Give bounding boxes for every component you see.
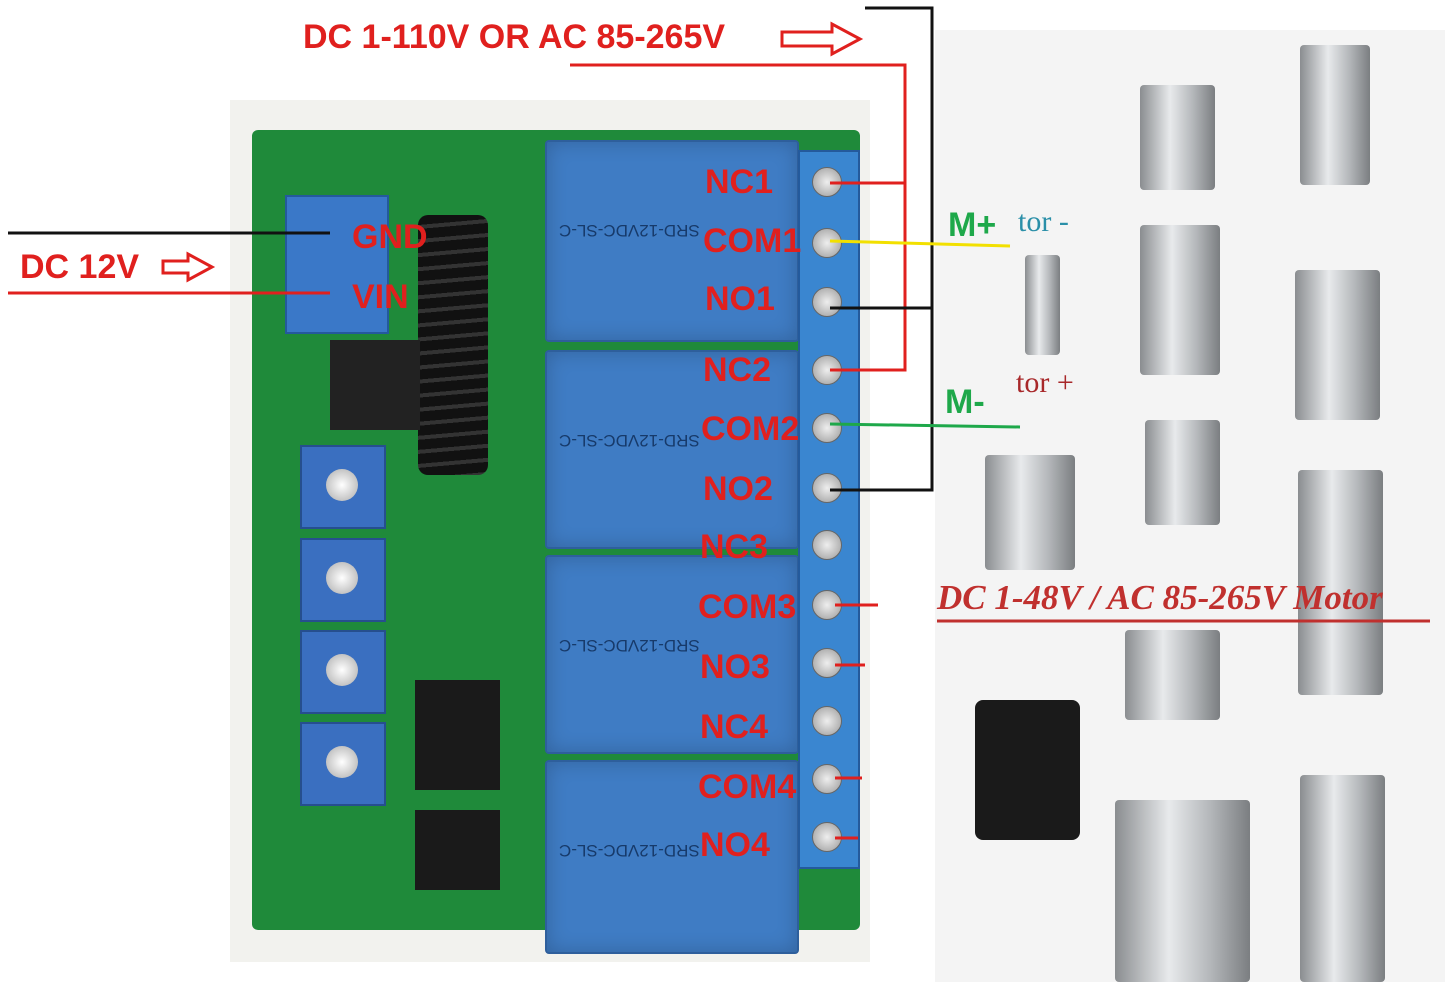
wire-supply-red [570, 63, 907, 372]
screw [812, 413, 842, 443]
motor-minus-partial-label: tor - [1018, 205, 1069, 238]
screw [812, 228, 842, 258]
potentiometer-ch3 [300, 630, 386, 714]
wire-supply-black [830, 6, 934, 492]
motor-black [975, 700, 1080, 840]
motor [1298, 470, 1383, 695]
wire-m-plus [829, 239, 1011, 248]
potentiometer-ch2 [300, 538, 386, 622]
screw [812, 648, 842, 678]
power-terminal-block [285, 195, 389, 334]
terminal-vin: VIN [352, 278, 409, 316]
potentiometer-ch1 [300, 445, 386, 529]
relay-3: SRD-12VDC-SL-C [545, 555, 799, 754]
arrow-icon [780, 21, 864, 57]
screw [812, 530, 842, 560]
motor-minus-label: M- [945, 383, 985, 421]
motor [1140, 225, 1220, 375]
motor-caption: DC 1-48V / AC 85-265V Motor [937, 578, 1383, 617]
ic-chip [415, 680, 500, 790]
screw [812, 706, 842, 736]
motor [1025, 255, 1060, 355]
power-voltage-label: DC 12V [20, 248, 140, 286]
terminal-nc1: NC1 [705, 163, 774, 201]
terminal-com2: COM2 [701, 410, 800, 448]
terminal-com1: COM1 [703, 222, 802, 260]
motor [1145, 420, 1220, 525]
terminal-com3: COM3 [698, 588, 797, 626]
motor [985, 455, 1075, 570]
terminal-nc2: NC2 [703, 351, 772, 389]
motor [1295, 270, 1380, 420]
antenna-coil [418, 215, 488, 475]
terminal-no1: NO1 [705, 280, 775, 318]
terminal-gnd: GND [352, 218, 428, 256]
screw [812, 287, 842, 317]
terminal-com4: COM4 [698, 768, 797, 806]
regulator [330, 340, 420, 430]
wire-m-minus [829, 422, 1021, 429]
screw [812, 473, 842, 503]
motor-plus-partial-label: tor + [1016, 366, 1074, 399]
motor-plus-label: M+ [948, 206, 997, 244]
motor [1115, 800, 1250, 982]
terminal-no3: NO3 [700, 648, 770, 686]
terminal-no2: NO2 [703, 470, 773, 508]
terminal-no4: NO4 [700, 826, 770, 864]
terminal-nc4: NC4 [700, 708, 769, 746]
potentiometer-ch4 [300, 722, 386, 806]
supply-voltage-label: DC 1-110V OR AC 85-265V [303, 18, 726, 56]
terminal-stub-wires [835, 603, 878, 840]
relay-terminal-block [798, 150, 860, 869]
motor [1300, 775, 1385, 982]
motor [1125, 630, 1220, 720]
terminal-nc3: NC3 [700, 528, 769, 566]
relay-2: SRD-12VDC-SL-C [545, 350, 799, 549]
ic-chip [415, 810, 500, 890]
relay-1: SRD-12VDC-SL-C [545, 140, 799, 342]
arrow-icon [161, 251, 216, 283]
motor [1140, 85, 1215, 190]
motor [1300, 45, 1370, 185]
